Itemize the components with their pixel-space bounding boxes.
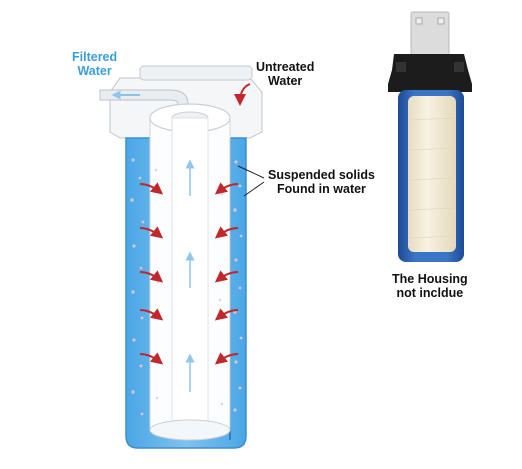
bracket-screw xyxy=(415,17,423,25)
inflow-arrows-right xyxy=(214,182,239,365)
untreated-water-line-1: Untreated xyxy=(256,60,315,74)
pointer-line xyxy=(243,181,265,197)
filtered-water-label: Filtered Water xyxy=(72,50,117,78)
curved-arrow-right-icon xyxy=(139,270,164,283)
curved-arrow-right-icon xyxy=(139,308,164,321)
cartridge-texture xyxy=(409,117,455,239)
untreated-water-label: Untreated Water xyxy=(256,60,314,88)
suspended-solids-line-1: Suspended solids xyxy=(268,168,375,182)
cartridge-bottom xyxy=(149,419,231,441)
housing-note-line-1: The Housing xyxy=(392,272,468,286)
pointer-line xyxy=(237,165,265,179)
suspended-solids-line-2: Found in water xyxy=(277,182,366,196)
curved-arrow-left-icon xyxy=(214,352,239,365)
inflow-arrow-icon xyxy=(234,83,251,106)
curved-arrow-right-icon xyxy=(139,352,164,365)
cap-port xyxy=(454,62,464,72)
curved-arrow-right-icon xyxy=(139,226,164,239)
curved-arrow-left-icon xyxy=(214,182,239,195)
curved-arrow-left-icon xyxy=(214,226,239,239)
untreated-water-line-2: Water xyxy=(268,74,303,88)
housing-note-line-2: not incldue xyxy=(396,286,464,300)
filtered-water-line-2: Water xyxy=(77,64,112,78)
curved-arrow-left-icon xyxy=(214,308,239,321)
filter-housing xyxy=(388,11,472,262)
curved-arrow-left-icon xyxy=(214,270,239,283)
filter-cutaway xyxy=(99,65,265,449)
curved-arrow-right-icon xyxy=(139,182,164,195)
suspended-particles xyxy=(130,158,243,416)
suspended-solids-label: Suspended solids Found in water xyxy=(268,168,375,196)
bracket-screw xyxy=(437,17,445,25)
housing-note-label: The Housing not incldue xyxy=(392,272,468,300)
filtered-water-line-1: Filtered xyxy=(72,50,118,64)
inflow-arrows-left xyxy=(139,182,164,365)
housing-cartridge xyxy=(408,96,456,252)
housing-cap xyxy=(388,54,472,92)
cap-port xyxy=(396,62,406,72)
cap-top-ring xyxy=(139,65,253,81)
